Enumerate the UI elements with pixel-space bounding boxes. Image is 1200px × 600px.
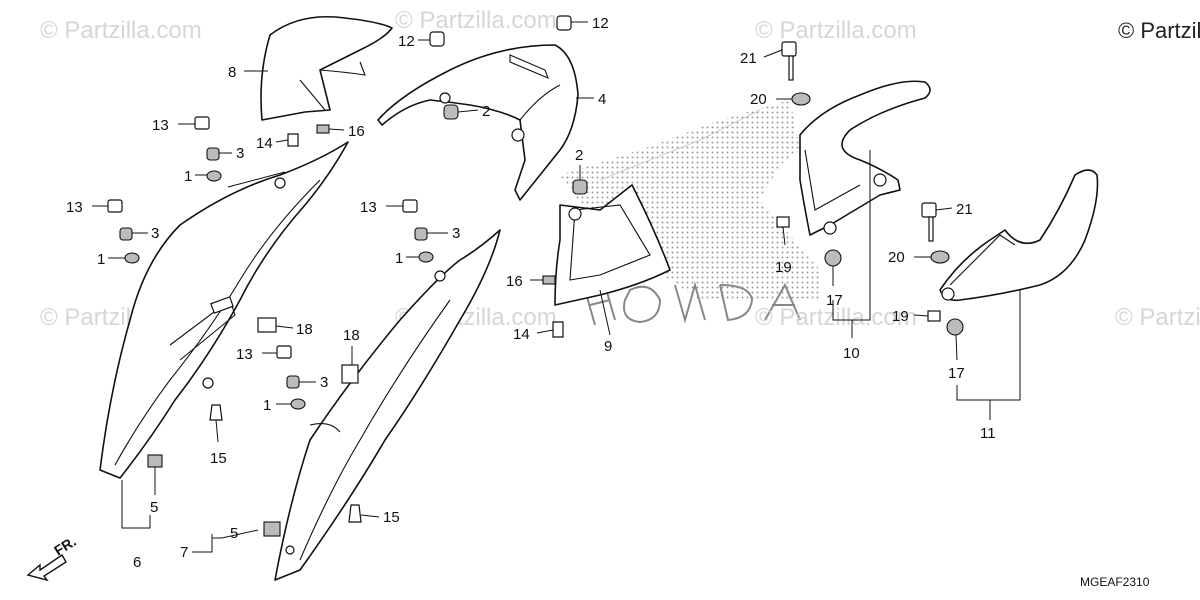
callout-11: 11 <box>980 425 996 442</box>
callout-3: 3 <box>452 225 460 242</box>
watermark-text: © Partzilla.com <box>1115 304 1200 331</box>
callout-13: 13 <box>236 346 253 363</box>
callout-16: 16 <box>348 123 365 140</box>
callout-1: 1 <box>184 168 192 185</box>
callout-3: 3 <box>320 374 328 391</box>
part-9-side-panel <box>554 184 671 306</box>
callout-20: 20 <box>750 91 767 108</box>
part-8-seat-cowl <box>260 15 393 121</box>
callout-18: 18 <box>343 327 360 344</box>
callout-2: 2 <box>575 147 583 164</box>
part-7-right-side-cover <box>274 229 501 581</box>
callout-3: 3 <box>236 145 244 162</box>
callout-14: 14 <box>513 326 530 343</box>
callout-15: 15 <box>210 450 227 467</box>
callout-3: 3 <box>151 225 159 242</box>
callout-1: 1 <box>395 250 403 267</box>
callout-1: 1 <box>263 397 271 414</box>
callout-15: 15 <box>383 509 400 526</box>
callout-2: 2 <box>482 103 490 120</box>
part-6-left-side-cover <box>99 141 349 479</box>
callout-18: 18 <box>296 321 313 338</box>
callout-17: 17 <box>826 292 843 309</box>
watermark-text: © Partzilla.com <box>40 17 202 44</box>
part-11-grab-rail-right <box>939 169 1099 302</box>
front-direction-arrow: FR. <box>26 533 79 582</box>
callout-4: 4 <box>598 91 606 108</box>
leader-lines <box>92 21 1021 553</box>
watermark-text: © Partzilla.com <box>755 17 917 44</box>
callout-16: 16 <box>506 273 523 290</box>
front-label: FR. <box>51 533 79 559</box>
callout-19: 19 <box>892 308 909 325</box>
callout-10: 10 <box>843 345 860 362</box>
callout-6: 6 <box>133 554 141 571</box>
watermark-text: © Partzilla.com <box>395 7 557 34</box>
honda-wing-logo <box>560 100 820 326</box>
callout-13: 13 <box>66 199 83 216</box>
callout-9: 9 <box>604 338 612 355</box>
hardware-items <box>107 15 964 537</box>
callout-12: 12 <box>592 15 609 32</box>
callout-21: 21 <box>740 50 757 67</box>
part-4-rear-upper-cowl <box>377 44 579 201</box>
callout-labels: 8 12 12 2 4 13 3 1 14 16 13 3 1 13 3 1 1… <box>66 15 996 571</box>
callout-17: 17 <box>948 365 965 382</box>
callout-19: 19 <box>775 259 792 276</box>
callout-21: 21 <box>956 201 973 218</box>
callout-7: 7 <box>180 544 188 561</box>
callout-5: 5 <box>150 499 158 516</box>
copyright-text: © Partzilla.com <box>1118 18 1200 43</box>
callout-1: 1 <box>97 251 105 268</box>
callout-14: 14 <box>256 135 273 152</box>
arrow-icon <box>26 553 67 582</box>
diagram-code: MGEAF2310 <box>1080 575 1150 589</box>
callout-5: 5 <box>230 525 238 542</box>
watermark-text: © Partzilla.com <box>755 304 917 331</box>
callout-20: 20 <box>888 249 905 266</box>
part-10-grab-rail-left <box>799 80 931 236</box>
callout-13: 13 <box>360 199 377 216</box>
callout-12: 12 <box>398 33 415 50</box>
callout-8: 8 <box>228 64 236 81</box>
callout-13: 13 <box>152 117 169 134</box>
